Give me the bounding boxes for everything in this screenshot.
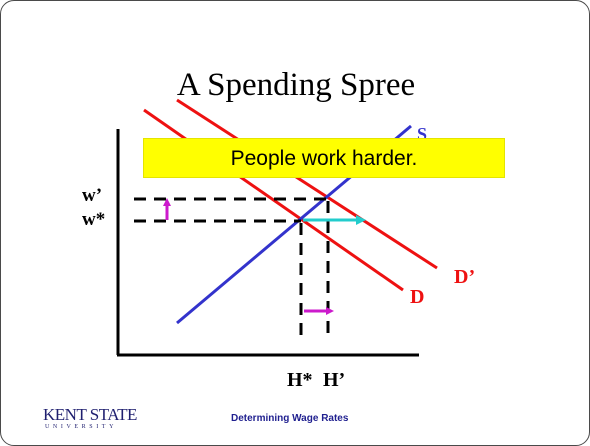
hours-new-label: H’ [323, 369, 345, 391]
callout-text: People work harder. [230, 147, 418, 170]
callout-box: People work harder. [143, 138, 505, 178]
demand-curve-label: D [410, 286, 424, 308]
logo-subname: UNIVERSITY [45, 424, 117, 430]
wage-original-label: w* [82, 209, 105, 230]
footer-text: Determining Wage Rates [231, 413, 349, 424]
new-demand-curve [176, 98, 438, 270]
new-demand-curve-label: D’ [454, 266, 475, 288]
slide-title: A Spending Spree [176, 67, 416, 103]
logo-name: KENT STATE [43, 405, 137, 424]
supply-curve-label: S [417, 124, 427, 144]
wage-new-label: w’ [82, 185, 102, 206]
kent-state-logo: KENT STATE UNIVERSITY [43, 405, 153, 435]
hours-original-label: H* [287, 369, 313, 391]
